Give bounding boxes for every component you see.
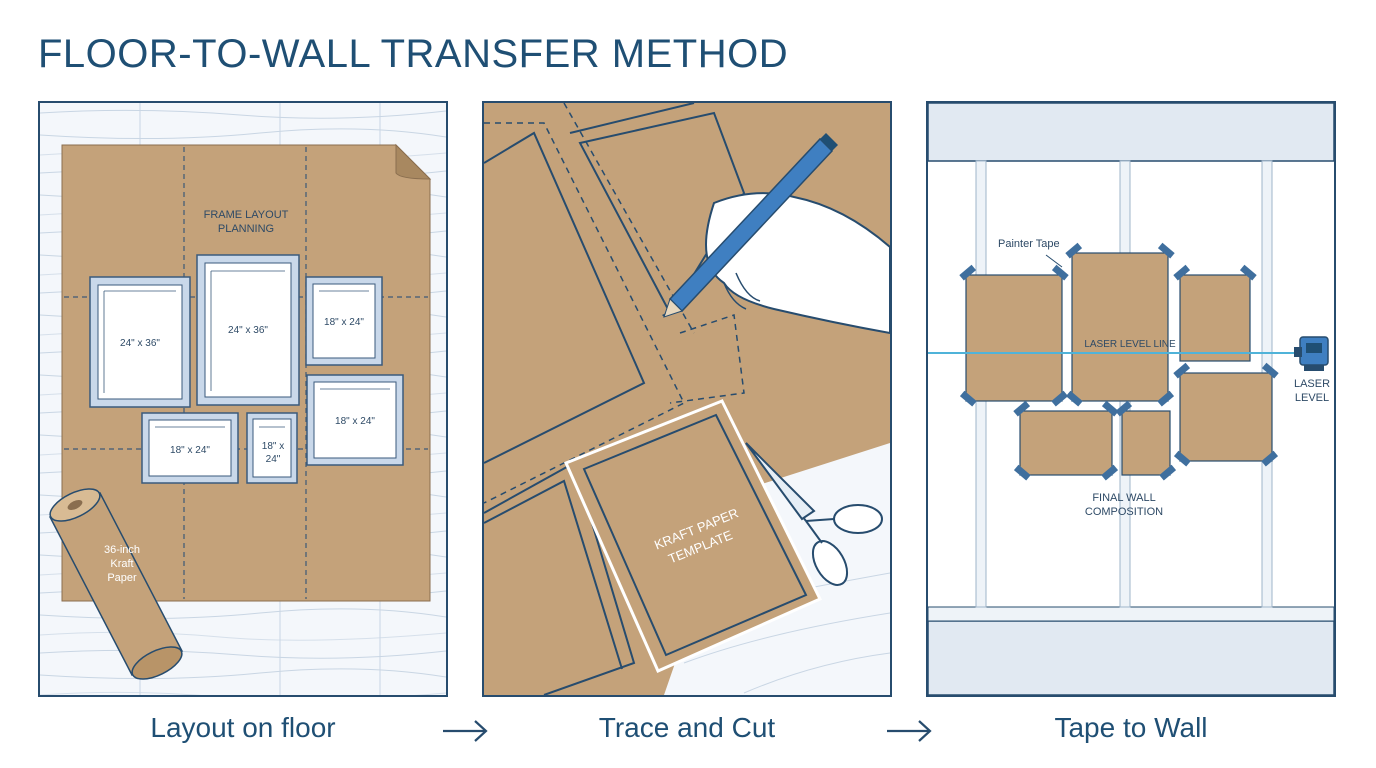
frame-d: 18" x 24" xyxy=(306,374,404,466)
kraft-template: KRAFT PAPER TEMPLATE xyxy=(563,399,823,673)
layout-heading-line1: FRAME LAYOUT xyxy=(204,209,289,221)
laser-device-label-line2: LEVEL xyxy=(1295,392,1329,404)
laser-line-label: LASER LEVEL LINE xyxy=(1084,339,1176,350)
floor-band xyxy=(928,620,1334,695)
laser-level-icon xyxy=(1294,336,1329,371)
floor-layout-illustration: FRAME LAYOUT PLANNING 24" x 36" 24" x 36… xyxy=(40,103,446,695)
frame-b-label: 24" x 36" xyxy=(228,325,268,336)
arrow-right-icon xyxy=(443,720,488,742)
frame-d-label: 18" x 24" xyxy=(335,416,375,427)
traced-frames xyxy=(484,103,746,695)
painter-tape-label: Painter Tape xyxy=(998,238,1060,250)
sheet-curled-corner xyxy=(395,143,432,180)
page-title: FLOOR-TO-WALL TRANSFER METHOD xyxy=(38,32,789,76)
frame-e-label: 18" x 24" xyxy=(170,445,210,456)
baseboard xyxy=(928,606,1334,622)
frame-c-label: 18" x 24" xyxy=(324,317,364,328)
wall-illustration: LASER LEVEL LINE Painter Tape LASER LEVE… xyxy=(928,103,1334,695)
frame-b: 24" x 36" xyxy=(196,254,300,406)
frame-a-label: 24" x 36" xyxy=(120,338,160,349)
final-composition-label-line1: FINAL WALL xyxy=(1092,492,1155,504)
frame-f-label-line1: 18" x xyxy=(262,441,284,452)
arrow-right-icon xyxy=(887,720,932,742)
painter-tape-pieces xyxy=(959,242,1279,481)
frame-c: 18" x 24" xyxy=(305,276,383,366)
caption-tape-to-wall: Tape to Wall xyxy=(1054,712,1208,743)
frame-f-label-line2: 24" xyxy=(266,454,281,465)
frame-f: 18" x 24" xyxy=(246,412,298,484)
caption-trace-and-cut: Trace and Cut xyxy=(598,712,776,743)
wall-templates xyxy=(965,252,1273,476)
panel-tape-to-wall: LASER LEVEL LINE Painter Tape LASER LEVE… xyxy=(926,101,1336,697)
final-composition-label-line2: COMPOSITION xyxy=(1085,506,1163,518)
frame-e: 18" x 24" xyxy=(141,412,239,484)
layout-heading-line2: PLANNING xyxy=(218,223,274,235)
panel-trace-and-cut: KRAFT PAPER TEMPLATE xyxy=(482,101,892,697)
kraft-paper-roll: 36-inch Kraft Paper xyxy=(48,488,184,680)
laser-device-label-line1: LASER xyxy=(1294,378,1330,390)
frame-a: 24" x 36" xyxy=(89,276,191,408)
caption-layout-on-floor: Layout on floor xyxy=(150,712,336,743)
roll-label-line2: Kraft xyxy=(110,558,133,570)
pencil-icon xyxy=(662,133,838,318)
scissors-icon xyxy=(745,442,883,586)
roll-label-line3: Paper xyxy=(107,572,137,584)
roll-label-line1: 36-inch xyxy=(104,544,140,556)
ceiling-band xyxy=(928,103,1334,162)
panel-layout-on-floor: FRAME LAYOUT PLANNING 24" x 36" 24" x 36… xyxy=(38,101,448,697)
trace-cut-illustration: KRAFT PAPER TEMPLATE xyxy=(484,103,890,695)
